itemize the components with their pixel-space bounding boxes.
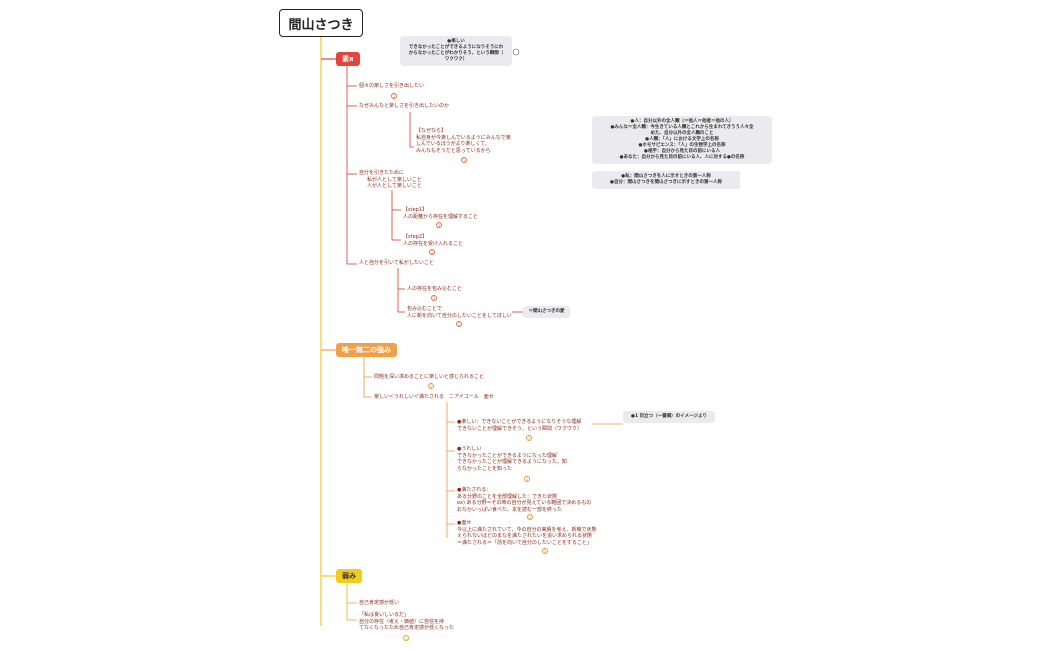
attachment-icon[interactable]: 1 [524,476,530,482]
node-fun[interactable]: ●楽しい：できないことができるようになりそうな理解 できないことが理解できそう、… [457,419,583,432]
node-happy[interactable]: ●うれしい できなかったことができるようになった理解 できなかったことが理解でき… [457,446,567,472]
note-pronouns[interactable]: ●私：間山さつきを人に示すときの第一人称 ●自分：間山さつきを間山さつきに示すと… [592,171,740,189]
node-low-esteem[interactable]: 「私は良いしいるだ」 自分の存在（考え・価値）に自信を持 てなくなったため自己肯… [359,612,455,631]
attachment-icon[interactable]: 1 [436,222,442,228]
attachment-icon[interactable]: 1 [431,295,437,301]
node-embrace[interactable]: 包み込むことで 人に新を向いて自分のしたいことをしてほしい [407,306,512,319]
node-text[interactable]: 個々の楽しさを引き出したい [359,83,425,89]
node-purpose[interactable]: 自分を引きたために 私が人として楽しいこと 人が人として楽しいこと [359,170,422,189]
node-text[interactable]: なぜみんなと楽しさを引き出したいのか [359,103,450,109]
note-love[interactable]: ＝間山さつきの愛 [523,306,570,318]
node-fortune[interactable]: ●面せ 今以上に満たされていて、今の自分の実績を考え、新機で状態 えられないほど… [457,520,597,546]
note-definitions[interactable]: ●人：自分以外の全人類（＝他人＝他者＝他の人） ●みんな＝全人類：今生きている人… [592,116,772,164]
node-satisfied[interactable]: ●満たされる： ある分野のことを全部理解した：できた状態 ex) ある分野＝その… [457,487,592,513]
attachment-icon[interactable]: 1 [428,383,434,389]
section-weakness[interactable]: 弱み [336,569,362,583]
node-text[interactable]: 人と自分を引いて私がしたいこと [359,260,434,266]
node-text[interactable]: 問題を深い求めることに楽しいと感じられること [374,374,485,380]
root-node[interactable]: 間山さつき [279,9,363,37]
node-step2[interactable]: 【step2】 人の存在を受け入れること [403,234,464,247]
note-fun[interactable]: ●楽しい できなかったことができるようになりそうにわ からなかったことがわかりそ… [400,36,512,66]
attachment-icon[interactable]: 1 [403,635,409,641]
section-strength[interactable]: 素я [336,52,360,66]
attachment-icon[interactable]: 1 [429,249,435,255]
note-stand-out[interactable]: ●1 目立つ（一番頭）のイメージより [623,411,715,423]
node-step1[interactable]: 【step1】 人の距離から存在を理解すること [403,207,479,220]
attachment-icon[interactable]: 1 [526,435,532,441]
attachment-icon[interactable]: 1 [542,548,548,554]
node-text[interactable]: 人の存在を包み込むこと [407,286,463,292]
attachment-icon[interactable]: 1 [527,514,533,520]
node-why[interactable]: 【なぜなら】 私自身が今楽しんでいるようにみんなで楽 しんでいるほうがより楽しく… [416,128,511,154]
attachment-icon[interactable]: 1 [391,93,397,99]
attachment-icon[interactable]: 1 [456,321,462,327]
node-text[interactable]: 自己肯定感が低い [359,600,400,606]
section-unique[interactable]: 唯一無二の強み [336,343,397,357]
node-text[interactable]: 楽しい＜うれしい＜満たされる ニアイコール 面せ [374,394,494,400]
attachment-icon[interactable]: 1 [461,157,467,163]
